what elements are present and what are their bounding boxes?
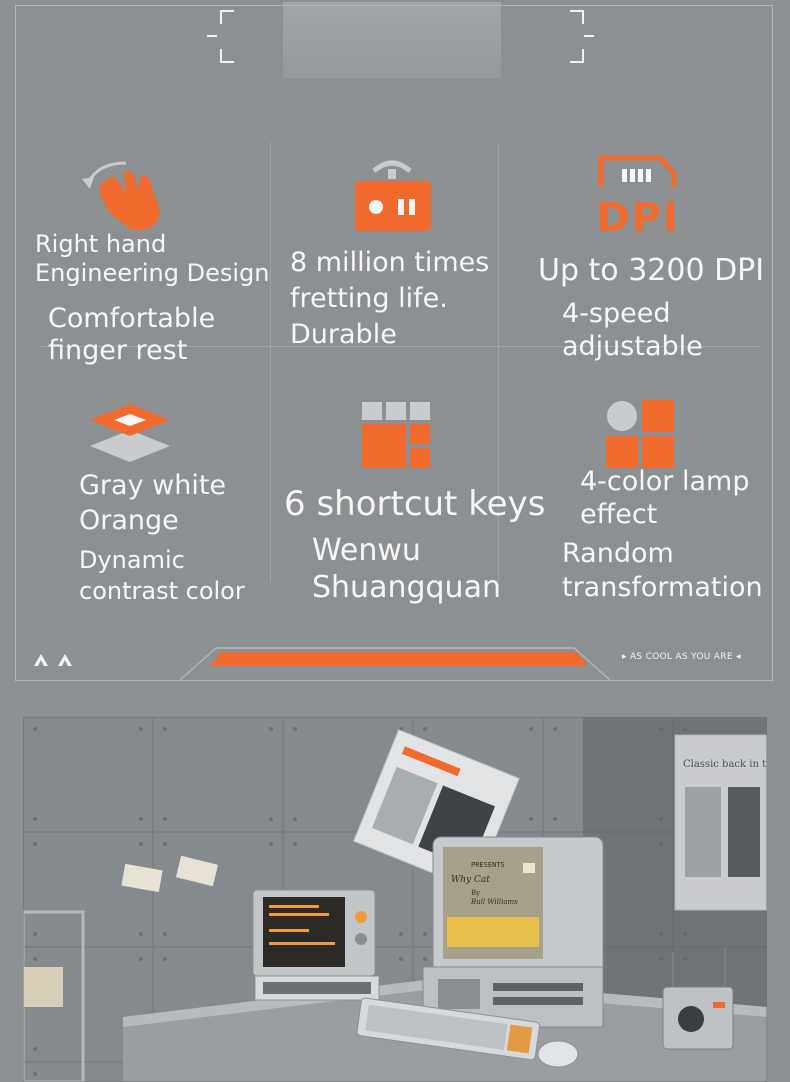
mini-laptop (252, 889, 380, 1001)
feature-hand-desc-1: Comfortable (48, 303, 216, 334)
feature-dpi-desc-1: 4-speed (562, 298, 671, 329)
wall-poster: Classic back in the digital age (674, 734, 767, 911)
tick-left (207, 35, 217, 37)
monitor-author: Bull Williams (470, 898, 518, 906)
feature-lamp-title-1: 4-color lamp (580, 466, 750, 497)
slogan-text: ▸ AS COOL AS YOU ARE ◂ (622, 652, 741, 662)
triangle-logo-icon (34, 654, 72, 666)
divider-vertical-1 (270, 142, 271, 582)
feature-durable-title-3: Durable (290, 319, 397, 350)
dpi-icon: DPI (598, 155, 678, 237)
divider-vertical-2 (498, 142, 499, 582)
feature-lamp-title-2: effect (580, 499, 658, 530)
feature-keys-desc-2: Shuangquan (312, 570, 501, 605)
orange-accent-bar (210, 652, 588, 666)
feature-color-desc-2: contrast color (79, 577, 245, 605)
monitor-title: PRESENTS (471, 861, 505, 869)
lamp-icon (606, 400, 674, 468)
tick-right (584, 35, 594, 37)
switch-icon (355, 160, 431, 231)
top-product-photo (283, 2, 501, 78)
bracket-top-left (220, 10, 234, 24)
feature-dpi-desc-2: adjustable (562, 331, 703, 362)
desk-scene-photo: Classic back in the digital age (23, 717, 767, 1082)
monitor-by: By (471, 889, 480, 897)
hand-icon (82, 161, 160, 231)
crt-monitor: PRESENTS Why Cat By Bull Williams (422, 836, 604, 1028)
divider-horizontal (40, 346, 760, 347)
keys-icon (362, 402, 430, 468)
bracket-bottom-right (570, 49, 584, 63)
monitor-sub: Why Cat (451, 875, 490, 885)
feature-hand-title-2: Engineering Design (35, 259, 270, 287)
features-panel (15, 5, 773, 681)
poster-text: Classic back in the digital age (683, 759, 767, 770)
feature-durable-title-2: fretting life. (290, 283, 448, 314)
feature-lamp-desc-1: Random (562, 538, 674, 569)
keyboard (356, 997, 541, 1061)
feature-lamp-desc-2: transformation (562, 572, 763, 603)
feature-color-title-2: Orange (79, 505, 179, 536)
feature-durable-title-1: 8 million times (290, 247, 490, 278)
feature-keys-desc-1: Wenwu (312, 533, 421, 568)
bracket-top-right (570, 10, 584, 24)
dpi-icon-text: DPI (598, 195, 678, 237)
feature-color-title-1: Gray white (79, 470, 227, 501)
feature-hand-desc-2: finger rest (48, 335, 188, 366)
bracket-bottom-left (220, 49, 234, 63)
feature-hand-title-1: Right hand (35, 230, 167, 258)
feature-dpi-title: Up to 3200 DPI (538, 253, 765, 288)
feature-color-desc-1: Dynamic (79, 546, 185, 574)
retro-radio (662, 947, 734, 1050)
layers-icon (90, 404, 170, 462)
desk-scene-illustration: Classic back in the digital age (23, 717, 767, 1082)
bottom-bar-frame (180, 647, 610, 681)
feature-keys-title: 6 shortcut keys (284, 484, 546, 524)
